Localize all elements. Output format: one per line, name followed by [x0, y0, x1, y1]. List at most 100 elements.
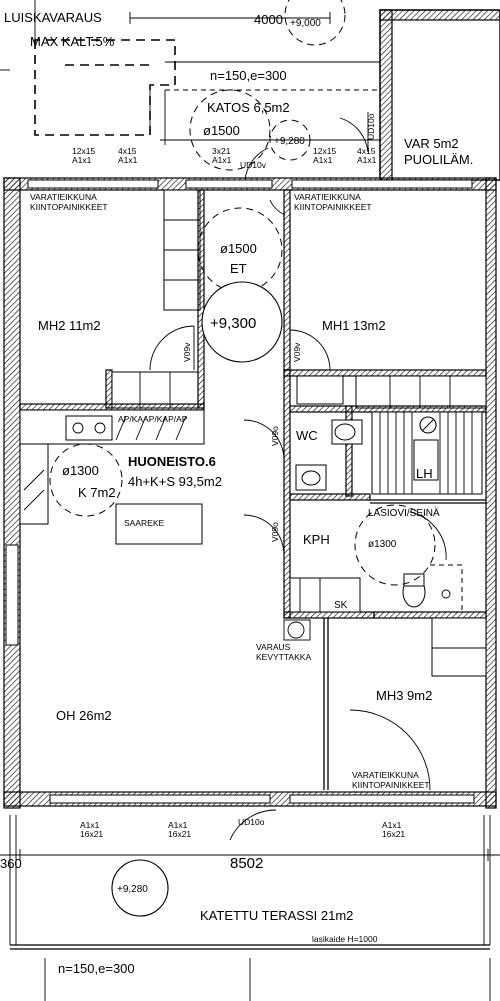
label-puolilam: PUOLILÄM.: [404, 152, 473, 167]
level-mid: +9,300: [210, 315, 256, 332]
wall-bath-left: [283, 369, 291, 619]
window-tag-a: 4x15: [118, 146, 137, 156]
label-n-e-top: n=150,e=300: [210, 68, 287, 83]
room-k: K 7m2: [78, 485, 116, 500]
door-swing-mh3: [349, 709, 431, 791]
top-window-tags: 12x15 A1x1 4x15 A1x1 3x21 A1x1 12x15 A1x…: [72, 146, 377, 165]
label-huone-spec: 4h+K+S 93,5m2: [128, 474, 222, 489]
label-varatie-1: VARATIEIKKUNA: [30, 192, 97, 202]
level-circle-mid: [201, 281, 283, 363]
room-mh3: MH3 9m2: [376, 688, 432, 703]
window-tag-a: A1x1: [168, 820, 188, 830]
label-lasiovi: LASIOVI/SEINÄ: [368, 507, 440, 519]
apartment-walls: [3, 177, 497, 809]
door-swing-ud10o-top: [339, 117, 369, 153]
dimension-360: 360: [0, 856, 22, 871]
level-top: +9,000: [290, 18, 321, 29]
window-tag-b: A1x1: [72, 155, 92, 165]
storage-wall-top: [379, 9, 500, 21]
door-swing-kph: [243, 514, 285, 556]
outer-wall-right: [485, 177, 497, 809]
wardrobe-mh2: [111, 371, 199, 409]
window-tag-a: 12x15: [313, 146, 336, 156]
label-et: ET: [230, 261, 247, 276]
turning-circle-kitchen: [49, 443, 123, 517]
window-tag-a: A1x1: [80, 820, 100, 830]
label-kiinto-3: KIINTOPAINIKKEET: [352, 780, 430, 790]
cabinet-hatching: [115, 415, 187, 441]
window-tag-b: 16x21: [80, 829, 103, 839]
outer-wall-left: [3, 177, 21, 809]
door-swing-mh2: [149, 325, 195, 371]
door-swing-mh1: [289, 329, 331, 371]
label-var: VAR 5m2: [404, 136, 459, 151]
shower-outline: [430, 564, 463, 612]
door-swing-ud10o-bottom: [229, 809, 277, 841]
kph-counter: [289, 577, 361, 613]
window-tag-a: 12x15: [72, 146, 95, 156]
label-v09v-mh1: V09v: [292, 342, 302, 362]
wall-mh2-bottom: [19, 403, 205, 411]
window-tag-b: A1x1: [212, 155, 232, 165]
room-kph: KPH: [303, 532, 330, 547]
label-diameter-et: ø1500: [220, 241, 257, 256]
label-lasikaide: lasikaide H=1000: [312, 934, 378, 944]
wardrobe-mh1: [355, 375, 487, 409]
label-terrace: KATETTU TERASSI 21m2: [200, 908, 353, 923]
kitchen-island: [115, 503, 203, 545]
label-katos: KATOS 6,5m2: [207, 100, 290, 115]
level-circle-katos: [269, 119, 311, 161]
label-n-e-bottom: n=150,e=300: [58, 961, 135, 976]
window-tag-b: 16x21: [382, 829, 405, 839]
wall-wc-top: [289, 405, 487, 413]
dimension-8502: 8502: [230, 855, 263, 872]
wall-et-mh1: [283, 189, 291, 371]
wall-wc-kph: [289, 493, 371, 501]
window-bottom-1: [49, 794, 271, 804]
turning-circle-katos: [189, 89, 271, 171]
label-diameter-katos: ø1500: [203, 123, 240, 138]
room-wc: WC: [296, 428, 318, 443]
washbasin-counter: [296, 375, 344, 405]
kitchen-side-counter: [19, 443, 49, 525]
fireplace-icon: [287, 621, 305, 639]
level-terrace: +9,280: [117, 884, 148, 895]
shower-drain-icon: [441, 589, 451, 599]
dimension-4000: 4000: [254, 12, 283, 27]
label-diameter-k: ø1300: [62, 463, 99, 478]
label-kiinto-2: KIINTOPAINIKKEET: [294, 202, 372, 212]
level-circle-terrace: [111, 859, 169, 917]
label-lh: LH: [416, 466, 433, 481]
label-varaus: VARAUS: [256, 642, 291, 652]
room-mh2: MH2 11m2: [38, 318, 101, 333]
top-area: [0, 0, 500, 181]
wall-mh2-lower: [105, 369, 113, 409]
label-kitchen-cabinets: AP/KAAP/KAP/AP: [118, 414, 188, 424]
door-swing-entrance: [269, 199, 286, 216]
wall-bath-bottom: [283, 611, 375, 619]
level-katos: +9,280: [274, 136, 305, 147]
door-swing-sauna: [409, 511, 447, 561]
sauna-heater: [413, 439, 439, 481]
label-v09v-mh2: V09v: [182, 342, 192, 362]
storage-var-box: [379, 9, 500, 181]
room-mh1: MH1 13m2: [322, 318, 386, 333]
level-circle-top: [284, 0, 346, 46]
window-top-1: [27, 179, 159, 189]
ramp-outline: [34, 39, 176, 136]
door-swing-ud10v: [244, 147, 269, 181]
wall-mh3-top: [373, 611, 487, 619]
window-bottom-2: [289, 794, 475, 804]
window-tag-b: A1x1: [313, 155, 333, 165]
storage-wall: [379, 9, 393, 181]
window-tag-a: 4x15: [357, 146, 376, 156]
bottom-window-tags: A1x1 16x21 A1x1 16x21 A1x1 16x21: [80, 820, 405, 839]
label-huoneisto: HUONEISTO.6: [128, 454, 216, 469]
window-tag-a: 3x21: [212, 146, 231, 156]
label-varatie-2: VARATIEIKKUNA: [294, 192, 361, 202]
label-saareke: SAAREKE: [124, 518, 164, 528]
label-luiskavaraus: LUISKAVARAUS: [4, 10, 102, 25]
room-oh: OH 26m2: [56, 708, 112, 723]
label-diameter-kph: ø1300: [368, 539, 397, 550]
